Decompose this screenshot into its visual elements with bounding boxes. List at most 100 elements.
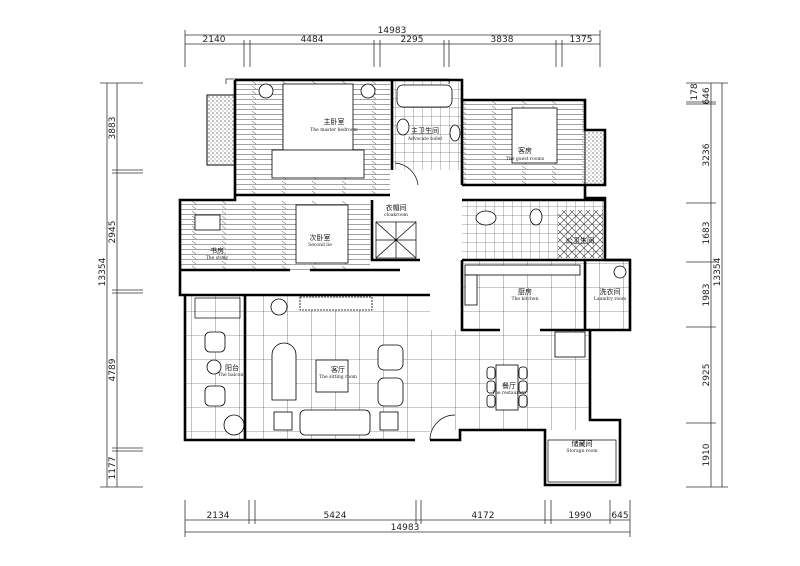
room-label-en: The master bedroom (310, 127, 358, 133)
armchair (377, 344, 404, 371)
room-label-cn: 餐厅 (502, 381, 516, 390)
armchair (377, 377, 404, 407)
room-label-cn: 主卫生间 (411, 126, 439, 135)
room-label-en: Storage room (566, 448, 598, 454)
room-label-en: The balcony (218, 372, 246, 378)
bottom-dimensions: 2134 5424 4172 1990 645 14983 (184, 500, 631, 537)
room-kitchen: 厨房 The kitchen (512, 287, 539, 302)
room-label-en: The guest rooms (506, 156, 545, 162)
room-label-cn: 洗衣间 (600, 287, 621, 296)
plant-icon (270, 298, 288, 316)
dim-right-2: 646 (702, 87, 712, 104)
dim-right-1: 178 (690, 83, 700, 100)
dim-right-4: 1683 (702, 222, 712, 245)
sink-icon (449, 124, 461, 142)
dim-right-5: 1983 (702, 284, 712, 307)
room-label-cn: 阳台 (225, 363, 239, 372)
tv-cabinet (299, 296, 373, 311)
dim-right-7: 1910 (702, 443, 712, 466)
dim-left-total: 13354 (98, 257, 108, 286)
room-master-bedroom: 主卧室 The master bedroom (310, 117, 358, 133)
dim-bottom-1: 2134 (207, 511, 230, 521)
room-label-en: The study (206, 255, 229, 261)
room-label-en: Second lie (308, 242, 332, 248)
room-public-bath: 公卫生间 (566, 236, 594, 245)
chaise (271, 342, 297, 401)
room-master-toilet: 主卫生间 Advocate toilet (407, 126, 443, 142)
dim-left-1: 3883 (108, 117, 118, 140)
room-study: 书房 The study (206, 246, 229, 261)
room-label-cn: 书房 (210, 246, 224, 255)
dim-bottom-5: 645 (611, 511, 628, 521)
dim-bottom-2: 5424 (324, 511, 347, 521)
room-labels: 主卧室 The master bedroom 主卫生间 Advocate toi… (206, 117, 627, 454)
dim-top-5: 1375 (570, 35, 593, 45)
dim-left-4: 1177 (108, 457, 118, 480)
room-label-en: Laundry room (594, 296, 627, 302)
room-label-cn: 次卧室 (310, 233, 331, 242)
top-dimensions: 14983 2140 4484 2295 3838 1375 (184, 26, 601, 84)
dim-right-3: 3236 (702, 143, 712, 166)
room-laundry: 洗衣间 Laundry room (594, 287, 627, 302)
plant-icon (223, 414, 245, 436)
sofa (299, 409, 371, 436)
dim-top-4: 3838 (491, 35, 514, 45)
room-second-bedroom: 次卧室 Second lie (308, 233, 332, 248)
room-label-cn: 储藏间 (572, 439, 593, 448)
master-rug (271, 149, 365, 179)
dim-right-total: 13354 (713, 257, 723, 286)
dim-top-total: 14983 (378, 26, 407, 36)
room-label-cn: 衣帽间 (386, 203, 407, 212)
room-label-en: cloakroom (384, 212, 409, 218)
room-sitting: 客厅 The sitting room (319, 365, 358, 380)
dim-top-2: 4484 (301, 35, 324, 45)
room-balcony: 阳台 The balcony (218, 363, 246, 378)
room-guest: 客房 The guest rooms (506, 146, 545, 162)
dim-top-1: 2140 (203, 35, 226, 45)
room-storage: 储藏间 Storage room (566, 439, 598, 454)
room-cloakroom: 衣帽间 cloakroom (384, 203, 409, 218)
master-bed (282, 83, 354, 163)
stove-icon (464, 274, 478, 306)
lamp-icon (258, 83, 274, 99)
room-label-cn: 公卫生间 (566, 236, 594, 245)
room-restaurant: 餐厅 The restaurant (492, 381, 526, 396)
dining-table (495, 364, 519, 411)
balcony-chair (204, 331, 226, 353)
dim-bottom-total: 14983 (391, 523, 420, 533)
guest-bed (511, 107, 558, 164)
kitchen-counter (464, 264, 581, 276)
balcony-table (206, 359, 222, 375)
bathtub (396, 84, 453, 108)
sink-icon (475, 210, 497, 226)
dim-top-3: 2295 (401, 35, 424, 45)
toilet-icon (529, 208, 543, 226)
fridge (554, 331, 586, 358)
desk (194, 214, 221, 231)
side-table (379, 411, 399, 431)
washing-machine-icon (613, 265, 627, 279)
dim-left-3: 4789 (108, 358, 118, 381)
room-label-cn: 厨房 (518, 287, 532, 296)
dim-left-2: 2945 (108, 221, 118, 244)
room-label-en: The restaurant (492, 390, 526, 396)
room-label-cn: 主卧室 (324, 117, 345, 126)
walls (178, 78, 632, 487)
coffee-table (315, 359, 349, 393)
toilet-icon (396, 118, 410, 136)
lamp-icon (360, 83, 376, 99)
furniture (194, 83, 627, 436)
left-dimensions: 3883 2945 4789 1177 13354 (98, 82, 143, 488)
right-dimensions: 178 646 3236 1683 1983 2925 1910 13354 (686, 82, 728, 488)
side-table (273, 411, 293, 431)
dim-bottom-4: 1990 (569, 511, 592, 521)
room-label-cn: 客房 (518, 146, 532, 155)
dim-right-6: 2925 (702, 364, 712, 387)
dim-bottom-3: 4172 (472, 511, 495, 521)
balcony-chair (204, 385, 226, 407)
room-label-cn: 客厅 (331, 365, 345, 374)
room-label-en: The sitting room (319, 374, 358, 380)
room-label-en: The kitchen (512, 296, 539, 302)
room-label-en: Advocate toilet (407, 136, 443, 142)
